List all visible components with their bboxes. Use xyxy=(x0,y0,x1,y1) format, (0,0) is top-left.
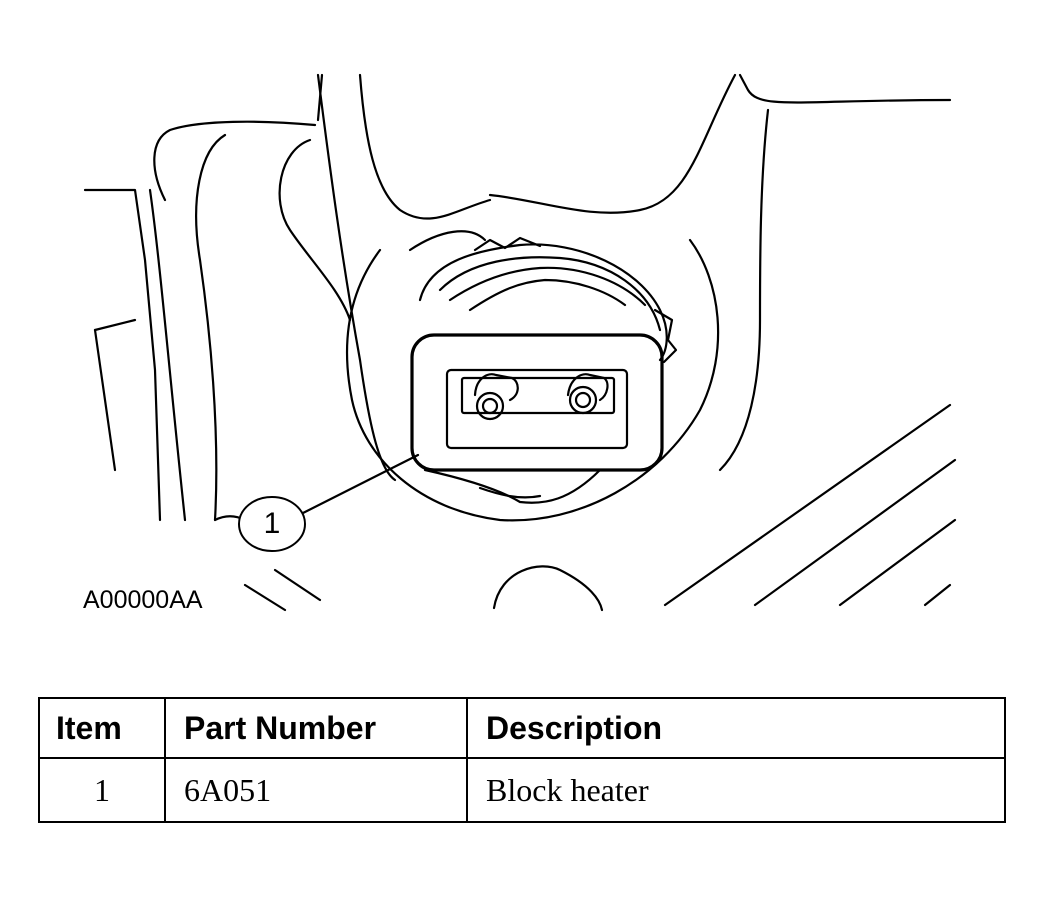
engine-block-outline xyxy=(83,73,957,612)
connector-pins xyxy=(473,373,609,421)
callout-circle xyxy=(238,496,306,552)
header-item: Item xyxy=(38,697,166,759)
callout-number: 1 xyxy=(263,507,281,540)
block-heater-illustration xyxy=(83,73,957,612)
parts-table-header-row: Item Part Number Description xyxy=(38,697,1006,759)
block-heater-body xyxy=(410,236,678,504)
cell-item: 1 xyxy=(38,757,166,823)
callout-leader-line xyxy=(301,453,420,515)
cell-description: Block heater xyxy=(466,757,1006,823)
parts-table: Item Part Number Description 1 6A051 Blo… xyxy=(38,697,1006,823)
header-part-number: Part Number xyxy=(164,697,468,759)
figure-code: A00000AA xyxy=(83,586,203,614)
table-row: 1 6A051 Block heater xyxy=(38,757,1006,823)
header-description: Description xyxy=(466,697,1006,759)
cell-part-number: 6A051 xyxy=(164,757,468,823)
